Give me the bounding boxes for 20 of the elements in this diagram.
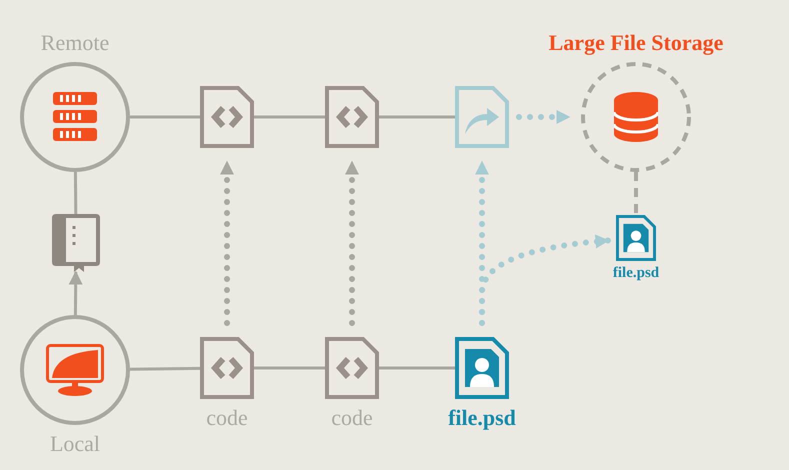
- arrow: [220, 159, 234, 326]
- arrow: [516, 110, 572, 124]
- connector-line: [130, 366, 200, 371]
- connector-line: [130, 116, 200, 118]
- node-label: code: [331, 404, 373, 432]
- connector-line: [74, 172, 78, 214]
- connector-line: [634, 172, 638, 215]
- file-name-label: file.psd: [612, 264, 660, 283]
- arrow: [345, 159, 359, 326]
- connector-line: [379, 116, 455, 118]
- connector-line: [379, 366, 455, 370]
- connector-line: [254, 366, 325, 370]
- arrow: [68, 270, 83, 316]
- arrow: [479, 234, 612, 326]
- node-label: Local: [50, 430, 100, 458]
- node-label: Remote: [40, 29, 110, 57]
- node-label: code: [206, 404, 248, 432]
- title-label: Large File Storage: [548, 29, 724, 57]
- connector-line: [254, 116, 325, 118]
- file-name-label: file.psd: [448, 404, 516, 432]
